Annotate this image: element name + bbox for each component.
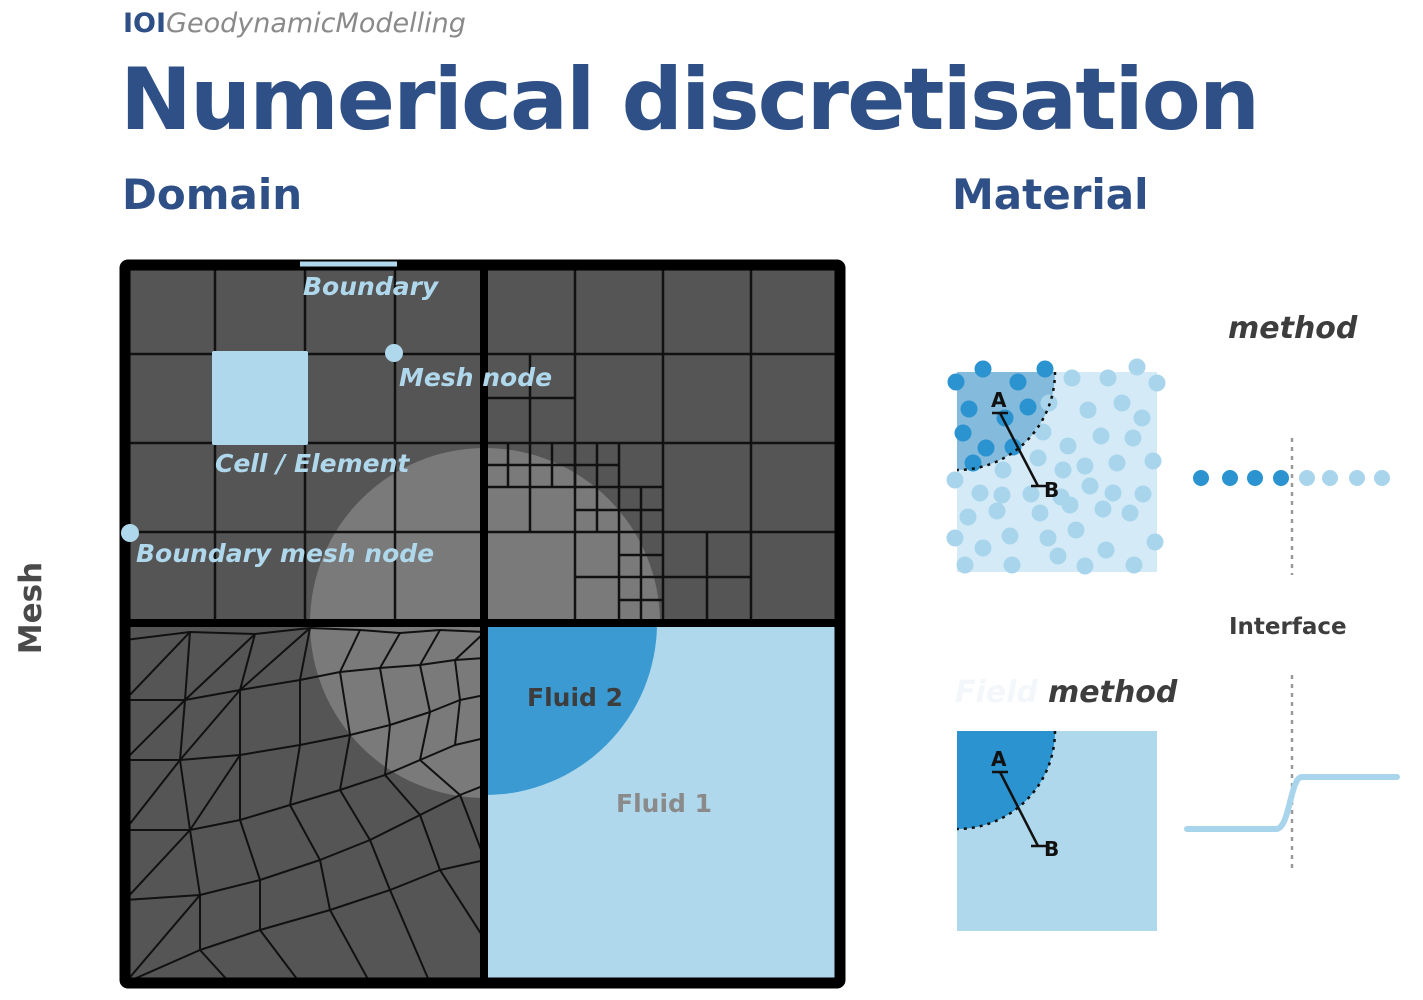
particle-inclusion bbox=[974, 360, 992, 378]
particle-matrix bbox=[1029, 449, 1047, 467]
particle-matrix bbox=[1121, 504, 1139, 522]
cell-element-marker bbox=[212, 351, 308, 445]
page-title: Numerical discretisation bbox=[120, 50, 1260, 150]
particle-inclusion bbox=[977, 439, 995, 457]
particle-matrix bbox=[1022, 485, 1040, 503]
particle-matrix bbox=[1067, 521, 1085, 539]
quad-mesh-adaptive bbox=[485, 265, 840, 623]
brand-logo: IOIGeodynamicModelling bbox=[123, 8, 466, 39]
particle-inclusion-region bbox=[957, 372, 1055, 470]
particle-matrix bbox=[1003, 556, 1021, 574]
boundary-label: Boundary bbox=[303, 272, 440, 301]
fluid-2-label: Fluid 2 bbox=[527, 683, 623, 712]
particle-method-label: method bbox=[1228, 311, 1358, 346]
particle-matrix bbox=[946, 529, 964, 547]
particle-matrix bbox=[956, 556, 974, 574]
particle-matrix bbox=[1063, 369, 1081, 387]
particle-inclusion bbox=[960, 400, 978, 418]
particle-matrix bbox=[1039, 529, 1057, 547]
particle-inclusion bbox=[954, 424, 972, 442]
particle-matrix bbox=[1034, 423, 1052, 441]
particle-point-a: A bbox=[991, 388, 1007, 412]
fluid-region bbox=[485, 623, 840, 983]
field-inclusion-region bbox=[957, 731, 1055, 829]
mesh-node-label: Mesh node bbox=[399, 363, 552, 392]
particle-matrix bbox=[994, 461, 1012, 479]
particle-matrix bbox=[1124, 429, 1142, 447]
particle-matrix bbox=[1001, 527, 1019, 545]
section-domain-heading: Domain bbox=[122, 170, 303, 219]
fluid-1-label: Fluid 1 bbox=[616, 789, 712, 818]
mesh-node-marker bbox=[385, 344, 403, 362]
particles-group bbox=[946, 358, 1166, 575]
particle-matrix bbox=[1099, 369, 1117, 387]
particle-matrix bbox=[1148, 374, 1166, 392]
particle-matrix bbox=[1061, 496, 1079, 514]
particle-inclusion bbox=[1019, 398, 1037, 416]
particle-matrix bbox=[946, 471, 964, 489]
particle-point-b: B bbox=[1044, 478, 1059, 502]
section-material-heading: Material bbox=[952, 170, 1149, 219]
particle-matrix bbox=[1104, 484, 1122, 502]
particle-profile bbox=[1193, 438, 1390, 575]
particle-matrix bbox=[1144, 452, 1162, 470]
particle-matrix bbox=[1134, 485, 1152, 503]
particle-matrix bbox=[1054, 461, 1072, 479]
field-point-a: A bbox=[991, 747, 1007, 771]
particle-matrix bbox=[1040, 394, 1058, 412]
particle-matrix bbox=[1146, 533, 1164, 551]
brand-prefix: IOI bbox=[123, 8, 167, 39]
particle-matrix bbox=[959, 508, 977, 526]
particle-inclusion bbox=[1004, 438, 1022, 456]
particle-matrix bbox=[1049, 547, 1067, 565]
brand-name: GeodynamicModelling bbox=[166, 8, 466, 39]
fluid-2-area bbox=[485, 623, 657, 795]
cell-element-label: Cell / Element bbox=[215, 449, 410, 478]
particle-matrix bbox=[1113, 394, 1131, 412]
particle-matrix bbox=[988, 502, 1006, 520]
particle-matrix bbox=[1094, 500, 1112, 518]
field-profile-curve bbox=[1184, 774, 1400, 832]
particle-matrix bbox=[1076, 557, 1094, 575]
particle-matrix bbox=[1128, 358, 1146, 376]
particle-matrix bbox=[1076, 457, 1094, 475]
particle-inclusion bbox=[1009, 373, 1027, 391]
particle-matrix bbox=[1108, 454, 1126, 472]
particle-matrix bbox=[1059, 437, 1077, 455]
mesh-circle-region bbox=[310, 448, 485, 623]
particle-matrix bbox=[971, 484, 989, 502]
particle-matrix bbox=[1079, 401, 1097, 419]
particle-method-panel: method A B Interface bbox=[946, 311, 1390, 640]
interface-label: Interface bbox=[1229, 614, 1347, 640]
triangular-mesh bbox=[125, 623, 485, 983]
particle-matrix bbox=[1133, 409, 1151, 427]
particle-matrix bbox=[1097, 541, 1115, 559]
particle-matrix bbox=[993, 486, 1011, 504]
particle-inclusion bbox=[947, 373, 965, 391]
particle-matrix bbox=[1031, 504, 1049, 522]
field-method-label: method bbox=[1048, 675, 1178, 710]
boundary-mesh-node-marker bbox=[121, 524, 139, 542]
particle-matrix bbox=[1092, 427, 1110, 445]
particle-inclusion bbox=[1036, 360, 1054, 378]
particle-matrix bbox=[1081, 477, 1099, 495]
field-method-faded-label: Field bbox=[955, 675, 1038, 710]
particle-matrix bbox=[974, 539, 992, 557]
particle-inclusion bbox=[964, 454, 982, 472]
domain-panel: Boundary Mesh node Cell / Element Bounda… bbox=[119, 259, 846, 989]
particle-matrix bbox=[1125, 556, 1143, 574]
field-point-b: B bbox=[1044, 837, 1059, 861]
field-method-panel: Field method A B bbox=[955, 675, 1400, 931]
boundary-mesh-node-label: Boundary mesh node bbox=[136, 539, 434, 568]
